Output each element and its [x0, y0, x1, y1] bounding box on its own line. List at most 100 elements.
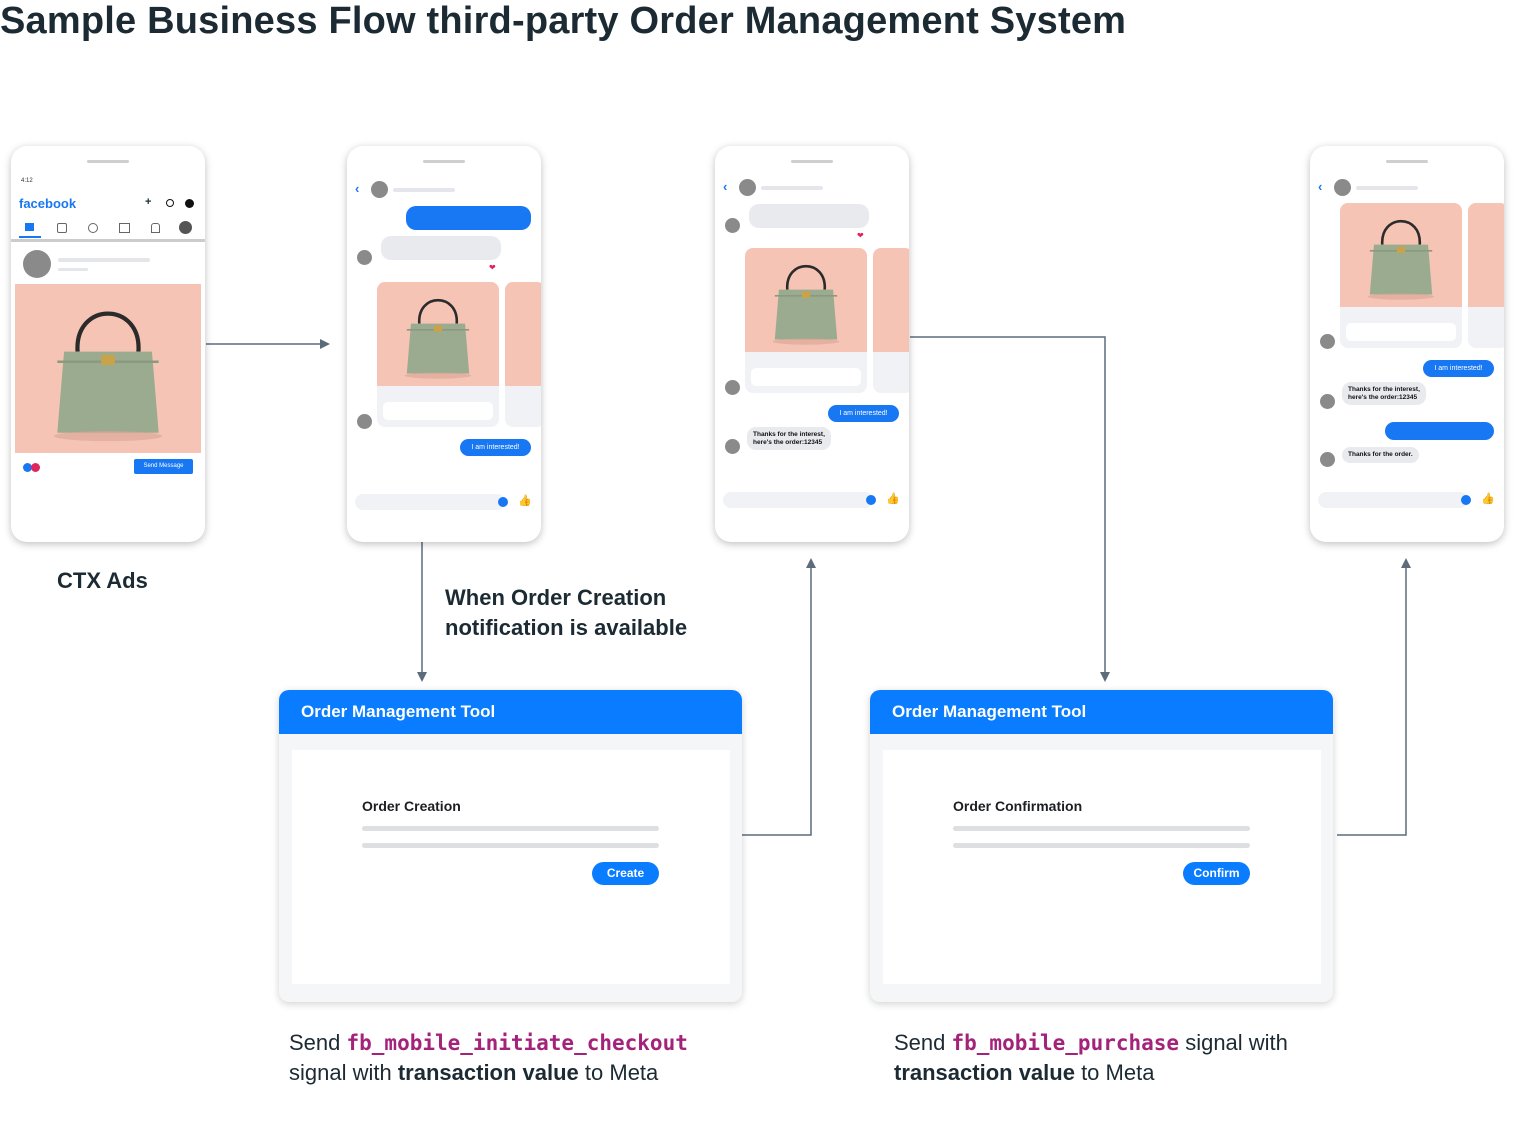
event-code: fb_mobile_purchase: [951, 1031, 1180, 1055]
product-card-next[interactable]: [873, 248, 909, 393]
product-card[interactable]: [745, 248, 867, 393]
form-field[interactable]: [953, 843, 1250, 848]
note-line-1: When Order Creation: [445, 585, 667, 610]
interested-message: I am interested!: [828, 405, 899, 422]
send-message-button[interactable]: Send Message: [134, 459, 193, 474]
emoji-icon[interactable]: [1461, 495, 1471, 505]
handbag-image: [1340, 203, 1462, 307]
phone-messenger-chat-2: ‹ ❤ I am interested! Thanks for the inte…: [715, 146, 909, 542]
marketplace-icon[interactable]: [119, 223, 130, 233]
home-icon[interactable]: [25, 223, 34, 231]
ad-product-image[interactable]: [15, 284, 201, 453]
phone-notch: [791, 160, 833, 163]
search-icon[interactable]: [166, 199, 174, 207]
tool-form-title: Order Creation: [362, 798, 461, 814]
handbag-image: [377, 282, 499, 386]
video-icon[interactable]: [57, 223, 67, 233]
chevron-left-icon[interactable]: ‹: [355, 181, 360, 196]
heart-icon: ❤: [489, 263, 496, 272]
message-composer[interactable]: [1318, 492, 1468, 508]
contact-name-placeholder: [761, 186, 823, 190]
caption-transaction-value: transaction value: [397, 1060, 579, 1085]
product-card-next[interactable]: [1468, 203, 1504, 348]
messenger-icon[interactable]: [185, 199, 194, 208]
contact-avatar-small: [725, 218, 740, 233]
caption-send: Send: [894, 1030, 952, 1055]
plus-icon[interactable]: +: [145, 196, 152, 208]
phone-facebook-ad: 4:12 facebook + Send Message: [11, 146, 205, 542]
caption-transaction-value: transaction value: [894, 1060, 1075, 1085]
page-title: Sample Business Flow third-party Order M…: [0, 0, 1127, 42]
tool-body: Order Confirmation Confirm: [883, 750, 1321, 984]
event-code: fb_mobile_initiate_checkout: [346, 1031, 688, 1055]
note-line-2: notification is available: [445, 615, 688, 640]
handbag-image: [745, 248, 867, 352]
love-reaction-icon: [31, 463, 40, 472]
order-reply-message: Thanks for the interest, here's the orde…: [1342, 382, 1426, 405]
tool-body: Order Creation Create: [292, 750, 730, 984]
incoming-message-bubble: [381, 236, 501, 260]
groups-icon[interactable]: [88, 223, 98, 233]
caption-signal-with: signal with: [289, 1060, 398, 1085]
contact-avatar-small: [357, 414, 372, 429]
home-active-indicator: [19, 236, 41, 238]
facebook-logo: facebook: [19, 196, 77, 211]
confirm-button[interactable]: Confirm: [1183, 862, 1250, 885]
phone-notch: [1386, 160, 1428, 163]
incoming-message-bubble: [749, 204, 869, 228]
interested-message: I am interested!: [1423, 360, 1494, 377]
thumbs-up-icon[interactable]: 👍: [886, 493, 900, 505]
chevron-left-icon[interactable]: ‹: [1318, 179, 1323, 194]
order-reply-message: Thanks for the interest, here's the orde…: [747, 427, 831, 450]
form-field[interactable]: [953, 826, 1250, 831]
placeholder-line: [58, 268, 88, 271]
message-composer[interactable]: [723, 492, 873, 508]
contact-name-placeholder: [1356, 186, 1418, 190]
contact-avatar: [739, 179, 756, 196]
chevron-left-icon[interactable]: ‹: [723, 179, 728, 194]
create-button[interactable]: Create: [592, 862, 659, 885]
arrow-tool1-to-chat: [742, 558, 816, 836]
contact-avatar-small: [725, 380, 740, 395]
fb-nav-bar: [19, 221, 199, 239]
phone-messenger-chat-1: ‹ ❤ I am interested! 👍: [347, 146, 541, 542]
contact-avatar-small: [1320, 334, 1335, 349]
divider: [11, 239, 205, 242]
form-field[interactable]: [362, 843, 659, 848]
caption-signal-with: signal with: [1179, 1030, 1288, 1055]
placeholder-line: [58, 258, 150, 262]
ctx-ads-caption: CTX Ads: [57, 568, 148, 593]
interested-message: I am interested!: [460, 439, 531, 456]
product-card[interactable]: [1340, 203, 1462, 348]
caption-to-meta: to Meta: [1074, 1060, 1155, 1085]
thanks-message: Thanks for the order.: [1342, 447, 1419, 463]
page-avatar: [23, 250, 51, 278]
contact-avatar-small: [357, 250, 372, 265]
emoji-icon[interactable]: [498, 497, 508, 507]
order-management-tool-creation: Order Management Tool Order Creation Cre…: [279, 690, 742, 1002]
order-creation-note: When Order Creation notification is avai…: [445, 583, 687, 643]
bell-icon[interactable]: [151, 223, 160, 233]
card-button[interactable]: [751, 368, 861, 386]
thumbs-up-icon[interactable]: 👍: [1481, 493, 1495, 505]
arrow-chat-to-tool2: [910, 336, 1110, 682]
contact-name-placeholder: [393, 188, 455, 192]
checkout-signal-caption: Send fb_mobile_initiate_checkout signal …: [289, 1028, 729, 1087]
contact-avatar-small: [725, 439, 740, 454]
outgoing-message-bubble: [406, 206, 531, 230]
product-card-next[interactable]: [505, 282, 541, 427]
profile-avatar[interactable]: [179, 221, 192, 234]
form-field[interactable]: [362, 826, 659, 831]
tool-header: Order Management Tool: [279, 690, 742, 734]
product-card[interactable]: [377, 282, 499, 427]
contact-avatar: [371, 181, 388, 198]
card-button[interactable]: [1346, 323, 1456, 341]
status-time: 4:12: [21, 178, 33, 184]
handbag-image: [15, 284, 201, 453]
message-composer[interactable]: [355, 494, 505, 510]
thumbs-up-icon[interactable]: 👍: [518, 495, 532, 507]
card-button[interactable]: [383, 402, 493, 420]
emoji-icon[interactable]: [866, 495, 876, 505]
order-management-tool-confirmation: Order Management Tool Order Confirmation…: [870, 690, 1333, 1002]
